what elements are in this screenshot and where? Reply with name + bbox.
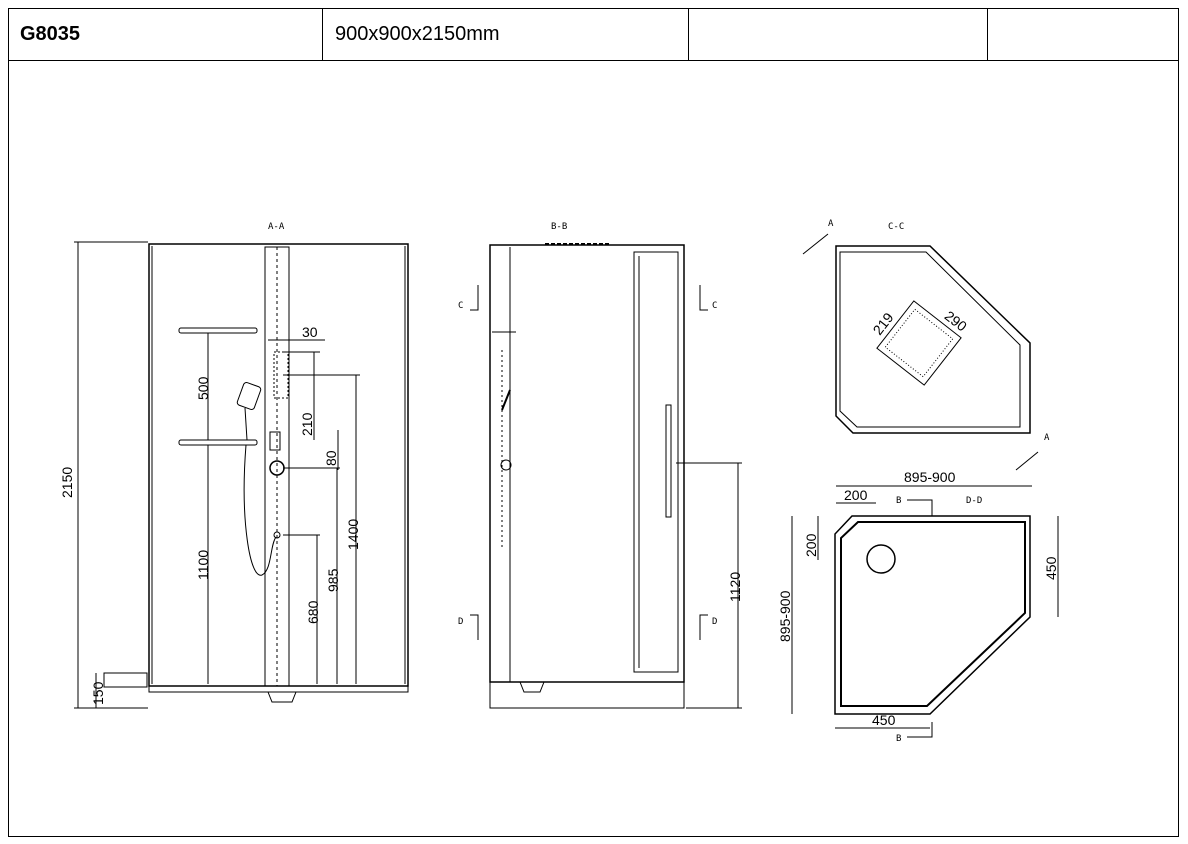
title-cell-empty-1 — [689, 8, 988, 60]
cc-mark-a-top: A — [828, 219, 834, 229]
view-aa: A-A 2150 150 500 1100 — [59, 222, 409, 709]
cc-inner-outline — [839, 251, 1021, 428]
dim-top-height: 1400 — [345, 519, 361, 550]
dd-drain — [866, 544, 896, 574]
dim-panel-height: 210 — [299, 412, 315, 436]
cc-rain-head — [876, 300, 962, 386]
view-bb: B-B C C D D 1120 — [458, 222, 743, 709]
drawing-frame — [8, 8, 1179, 837]
bb-arrow-d-right — [699, 614, 708, 640]
bb-mixer-knob — [500, 459, 512, 471]
bb-mark-d-right: D — [712, 617, 717, 627]
dim-head-width: 219 — [870, 309, 897, 337]
dim-door-height: 1120 — [727, 572, 743, 602]
dim-tray-depth: 895-900 — [777, 590, 793, 642]
dim-shelf-height: 1100 — [195, 550, 211, 580]
aa-cabin-outline — [148, 243, 409, 687]
aa-drain — [267, 691, 297, 703]
cc-mark-a-bottom: A — [1044, 433, 1050, 443]
cc-arrow-a-bottom — [1015, 451, 1039, 471]
view-dd-title: D-D — [966, 496, 982, 506]
title-block: G8035 900x900x2150mm — [8, 8, 1179, 61]
dim-control-offset: 80 — [323, 450, 339, 466]
dim-corner-x: 200 — [844, 487, 868, 503]
aa-shelf-lower — [178, 439, 258, 446]
aa-control — [269, 431, 281, 451]
view-dd: D-D B B 895-900 200 200 895-900 450 450 — [777, 469, 1059, 744]
view-cc: C-C A A 219 290 — [802, 219, 1050, 471]
aa-hose-outlet — [273, 531, 281, 539]
aa-hand-shower-icon — [236, 381, 262, 411]
dim-mixer-height: 985 — [325, 568, 341, 592]
dim-shelf-spacing: 500 — [195, 376, 211, 400]
dd-tray-inner — [840, 521, 1026, 707]
dim-tray-width: 895-900 — [904, 469, 956, 485]
bb-hand-shower — [501, 389, 511, 411]
bb-arrow-c-right — [699, 285, 708, 311]
dd-mark-b-bottom: B — [896, 734, 901, 744]
aa-hose — [243, 444, 277, 576]
aa-base — [148, 685, 409, 693]
bb-base — [489, 681, 685, 709]
aa-base-left — [103, 672, 148, 688]
dim-base-height: 150 — [90, 681, 106, 705]
cc-outline — [835, 245, 1031, 434]
dim-head-depth: 290 — [942, 307, 970, 334]
bb-cabin-outline — [489, 244, 685, 683]
view-bb-title: B-B — [551, 222, 567, 232]
dim-side-b: 450 — [872, 712, 896, 728]
dd-arrow-b-top — [907, 499, 933, 516]
bb-mark-c-right: C — [712, 301, 717, 311]
dim-side-a: 450 — [1043, 556, 1059, 580]
dim-head-offset: 30 — [302, 324, 318, 340]
view-cc-title: C-C — [888, 222, 904, 232]
dd-tray-outline — [834, 515, 1031, 715]
dim-hose-height: 680 — [305, 600, 321, 624]
bb-arrow-c-left — [470, 285, 479, 311]
model-number: G8035 — [8, 8, 323, 60]
aa-slide-bar — [244, 407, 248, 441]
dd-arrow-b-bottom — [907, 722, 933, 738]
bb-mark-d-left: D — [458, 617, 463, 627]
bb-drain — [519, 681, 545, 693]
view-aa-title: A-A — [268, 222, 285, 232]
dd-mark-b-top: B — [896, 496, 901, 506]
dim-corner-y: 200 — [803, 533, 819, 557]
bb-door-handle — [665, 404, 672, 518]
aa-shelf-upper — [178, 327, 258, 334]
bb-arrow-d-left — [470, 614, 479, 640]
cc-arrow-a-top — [802, 233, 829, 255]
cabin-size: 900x900x2150mm — [323, 8, 689, 60]
dim-total-height: 2150 — [59, 467, 75, 498]
bb-mark-c-left: C — [458, 301, 463, 311]
bb-door-panel — [633, 251, 679, 673]
